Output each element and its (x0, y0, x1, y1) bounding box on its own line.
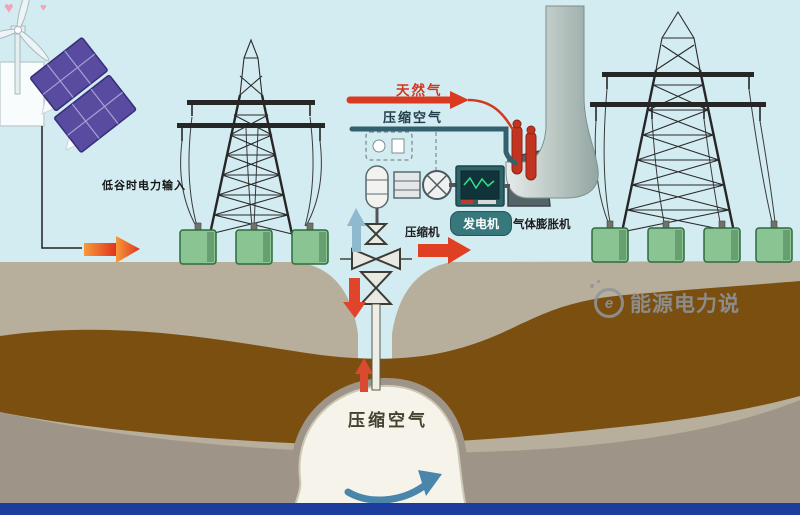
solar-panel (30, 37, 108, 112)
riser-pipe (371, 303, 381, 391)
terrain-soil-brown (0, 281, 800, 445)
generator-screen (460, 170, 500, 200)
watermark-text: 能源电力说 (630, 293, 740, 316)
gas-expander-label: 气体膨胀机 (513, 219, 571, 231)
footer-strip (0, 503, 800, 515)
generator-unit (455, 165, 510, 207)
power-input-arrow-icon (84, 236, 140, 263)
compressed-air-pipeline-label: 压缩空气 (383, 110, 444, 125)
valve-icon (351, 247, 401, 271)
cavern-compressed-air-label: 压缩空气 (348, 411, 428, 430)
natural-gas-line (346, 91, 515, 131)
off-peak-power-input-label: 低谷时电力输入 (102, 180, 186, 192)
power-wire (759, 120, 776, 223)
substation-box (179, 222, 329, 265)
compressor-unit (365, 165, 456, 209)
valve-icon (363, 223, 389, 245)
heart-icon: ♥ (4, 0, 14, 17)
gas-arrowhead-icon (450, 91, 469, 109)
substation-box (591, 220, 793, 263)
transmission-tower-right (590, 10, 793, 263)
intercooler-unit (365, 131, 437, 170)
solar-panel (54, 74, 137, 153)
heart-icon: ♥ (40, 2, 47, 14)
power-wire (304, 116, 314, 227)
power-wire (245, 127, 253, 227)
watermark-logo-icon: e (594, 288, 624, 318)
pipes-and-valves (84, 208, 471, 392)
power-wire (188, 116, 198, 227)
compressor-label: 压缩机 (405, 227, 440, 239)
air-up-arrow-icon (347, 208, 366, 252)
generator-label-badge: 发电机 (450, 211, 512, 236)
cavern-flow-arrowhead-icon (418, 470, 442, 496)
power-input-line (41, 126, 82, 249)
power-wire (305, 140, 322, 227)
power-wire (180, 140, 197, 227)
solar-panels (30, 37, 137, 249)
cavern-flow-arrow-icon (344, 482, 428, 504)
power-plant (346, 5, 599, 209)
natural-gas-label: 天然气 (396, 83, 443, 98)
watermark: e 能源电力说 (590, 280, 740, 318)
air-supply-line (349, 126, 518, 166)
charge-down-arrow-icon (343, 278, 366, 318)
power-wire (253, 127, 259, 227)
discharge-up-arrow-icon (355, 358, 373, 392)
transmission-tower-left (177, 38, 329, 265)
power-output-arrow-icon (418, 237, 471, 264)
storage-cavern (284, 378, 476, 515)
